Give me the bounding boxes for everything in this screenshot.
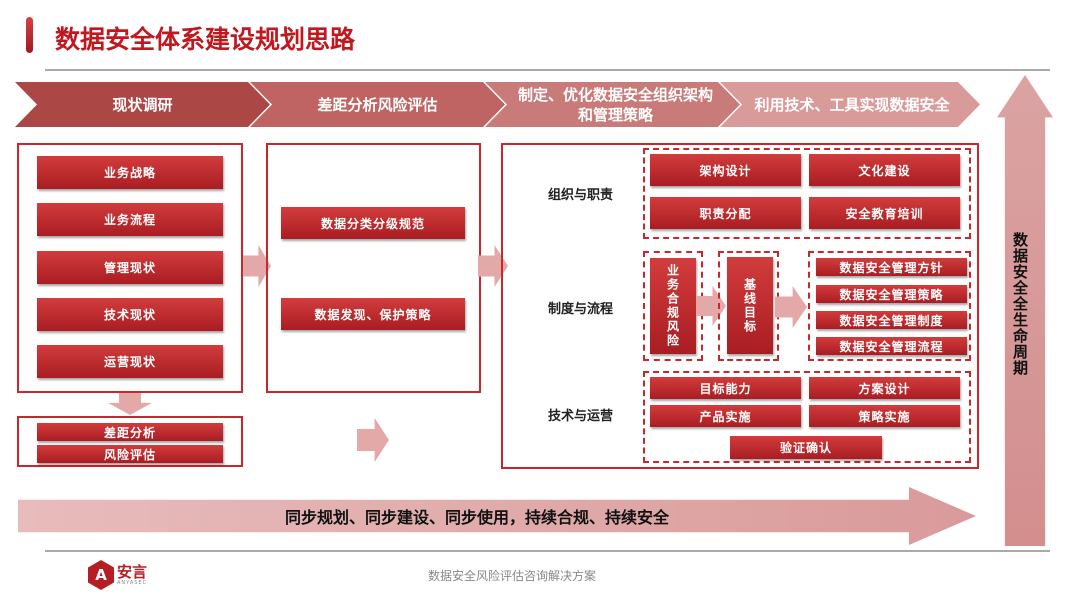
logo-icon: A	[88, 560, 114, 590]
item-gap-analysis: 差距分析	[37, 423, 223, 441]
item-compliance-risk: 业务合规风险	[650, 258, 696, 354]
item-policy-process: 数据安全管理流程	[816, 337, 967, 355]
phase-label: 差距分析风险评估	[317, 95, 438, 114]
logo-text: 安言	[117, 563, 148, 581]
item-risk-assessment: 风险评估	[37, 445, 223, 463]
item-ops-status: 运营现状	[37, 345, 223, 378]
footer-caption: 数据安全风险评估咨询解决方案	[428, 569, 597, 583]
phase-label: 制定、优化数据安全组织架构和管理策略	[517, 85, 713, 124]
strategy-box	[501, 143, 979, 469]
tech-group	[643, 371, 971, 463]
page-title: 数据安全体系建设规划思路	[55, 25, 356, 54]
item-verification: 验证确认	[730, 436, 882, 459]
section-label-tech: 技术与运营	[548, 409, 614, 424]
item-strategy-impl: 策略实施	[809, 405, 960, 427]
phase-4: 利用技术、工具实现数据安全	[720, 82, 980, 127]
title-accent-bar	[26, 17, 33, 53]
item-classification: 数据分类分级规范	[281, 207, 465, 239]
lifecycle-arrow	[997, 75, 1053, 546]
divider	[45, 69, 1050, 71]
item-target-capability: 目标能力	[650, 377, 801, 399]
bottom-banner-text: 同步规划、同步建设、同步使用，持续合规、持续安全	[284, 508, 669, 527]
phase-3: 制定、优化数据安全组织架构和管理策略	[485, 82, 740, 127]
item-management-status: 管理现状	[37, 251, 223, 284]
item-business-process: 业务流程	[37, 203, 223, 236]
item-business-strategy: 业务战略	[37, 156, 223, 189]
right-arrow	[357, 418, 389, 462]
item-training: 安全教育培训	[809, 197, 960, 229]
item-policy-guideline: 数据安全管理方针	[816, 258, 967, 276]
item-policy-strategy: 数据安全管理策略	[816, 285, 967, 303]
item-duties: 职责分配	[650, 197, 801, 229]
section-label-org: 组织与职责	[548, 188, 614, 203]
phase-label: 现状调研	[112, 95, 173, 114]
logo: A 安言 ANYASEC	[88, 560, 147, 590]
phase-1: 现状调研	[15, 82, 270, 127]
section-label-process: 制度与流程	[548, 302, 614, 317]
lifecycle-text: 数据安全全生命周期	[1011, 232, 1029, 376]
item-baseline: 基线目标	[727, 257, 773, 354]
gap-output-box	[17, 416, 243, 467]
item-tech-status: 技术现状	[37, 298, 223, 331]
org-group	[643, 148, 971, 239]
logo-subtext: ANYASEC	[117, 580, 148, 586]
policy-group	[808, 251, 971, 361]
item-discovery: 数据发现、保护策略	[281, 298, 465, 330]
phase-2: 差距分析风险评估	[250, 82, 505, 127]
item-solution-design: 方案设计	[809, 377, 960, 399]
item-policy-rules: 数据安全管理制度	[816, 311, 967, 329]
down-arrow	[108, 393, 152, 415]
item-architecture: 架构设计	[650, 154, 801, 186]
item-product-impl: 产品实施	[650, 405, 801, 427]
item-culture: 文化建设	[809, 154, 960, 186]
bottom-banner-arrow: 同步规划、同步建设、同步使用，持续合规、持续安全	[18, 487, 976, 545]
current-state-box	[17, 143, 243, 393]
gap-analysis-box	[266, 143, 481, 393]
footer-divider	[45, 550, 1050, 552]
phase-label: 利用技术、工具实现数据安全	[754, 95, 950, 114]
